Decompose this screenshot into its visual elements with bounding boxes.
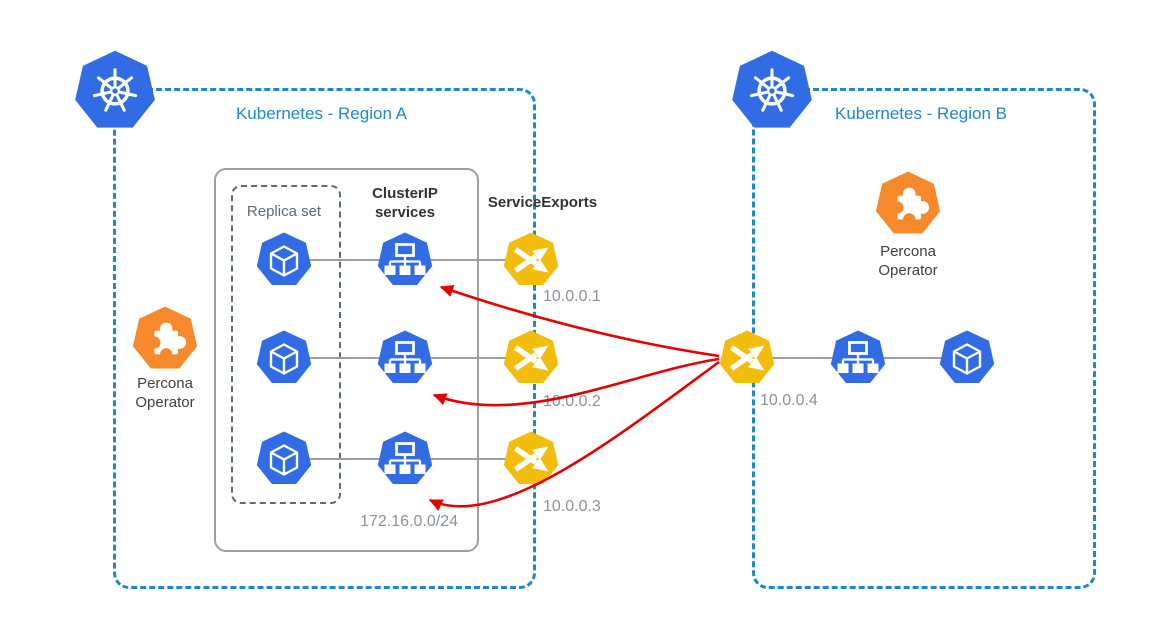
clusterip-service-icon [377,431,433,487]
service-export-ip: 10.0.0.3 [543,498,601,515]
clusterip-service-icon [377,232,433,288]
region-a-title: Kubernetes - Region A [235,104,408,123]
clusterip-service-icon [830,330,886,386]
replica-set-label: Replica set [246,203,322,220]
kubernetes-logo-icon [74,50,156,132]
pod-icon [939,330,995,386]
percona-label-line1: Percona [137,375,193,392]
replica-set-group [231,185,341,504]
clusterip-label-line1: ClusterIP [372,185,438,202]
service-export-ip: 10.0.0.2 [543,393,601,410]
percona-operator-icon [132,306,198,372]
percona-operator-label: Percona Operator [858,242,958,280]
cluster-a-subnet-label: 172.16.0.0/24 [360,513,458,530]
region-b-boundary [752,88,1096,589]
service-export-icon [719,330,775,386]
pod-icon [256,431,312,487]
service-exports-label: ServiceExports [487,194,598,211]
service-export-icon [503,330,559,386]
percona-operator-icon [875,171,941,237]
region-b-title: Kubernetes - Region B [835,104,1007,123]
pod-icon [256,330,312,386]
percona-label-line1: Percona [880,243,936,260]
kubernetes-logo-icon [731,50,813,132]
service-export-icon [503,232,559,288]
clusterip-services-label: ClusterIP services [345,184,465,222]
percona-label-line2: Operator [135,394,195,411]
service-export-ip: 10.0.0.4 [760,392,818,409]
percona-label-line2: Operator [878,262,938,279]
clusterip-label-line2: services [374,204,436,221]
service-export-ip: 10.0.0.1 [543,288,601,305]
pod-icon [256,232,312,288]
percona-operator-label: Percona Operator [115,374,215,412]
service-export-icon [503,431,559,487]
clusterip-service-icon [377,330,433,386]
